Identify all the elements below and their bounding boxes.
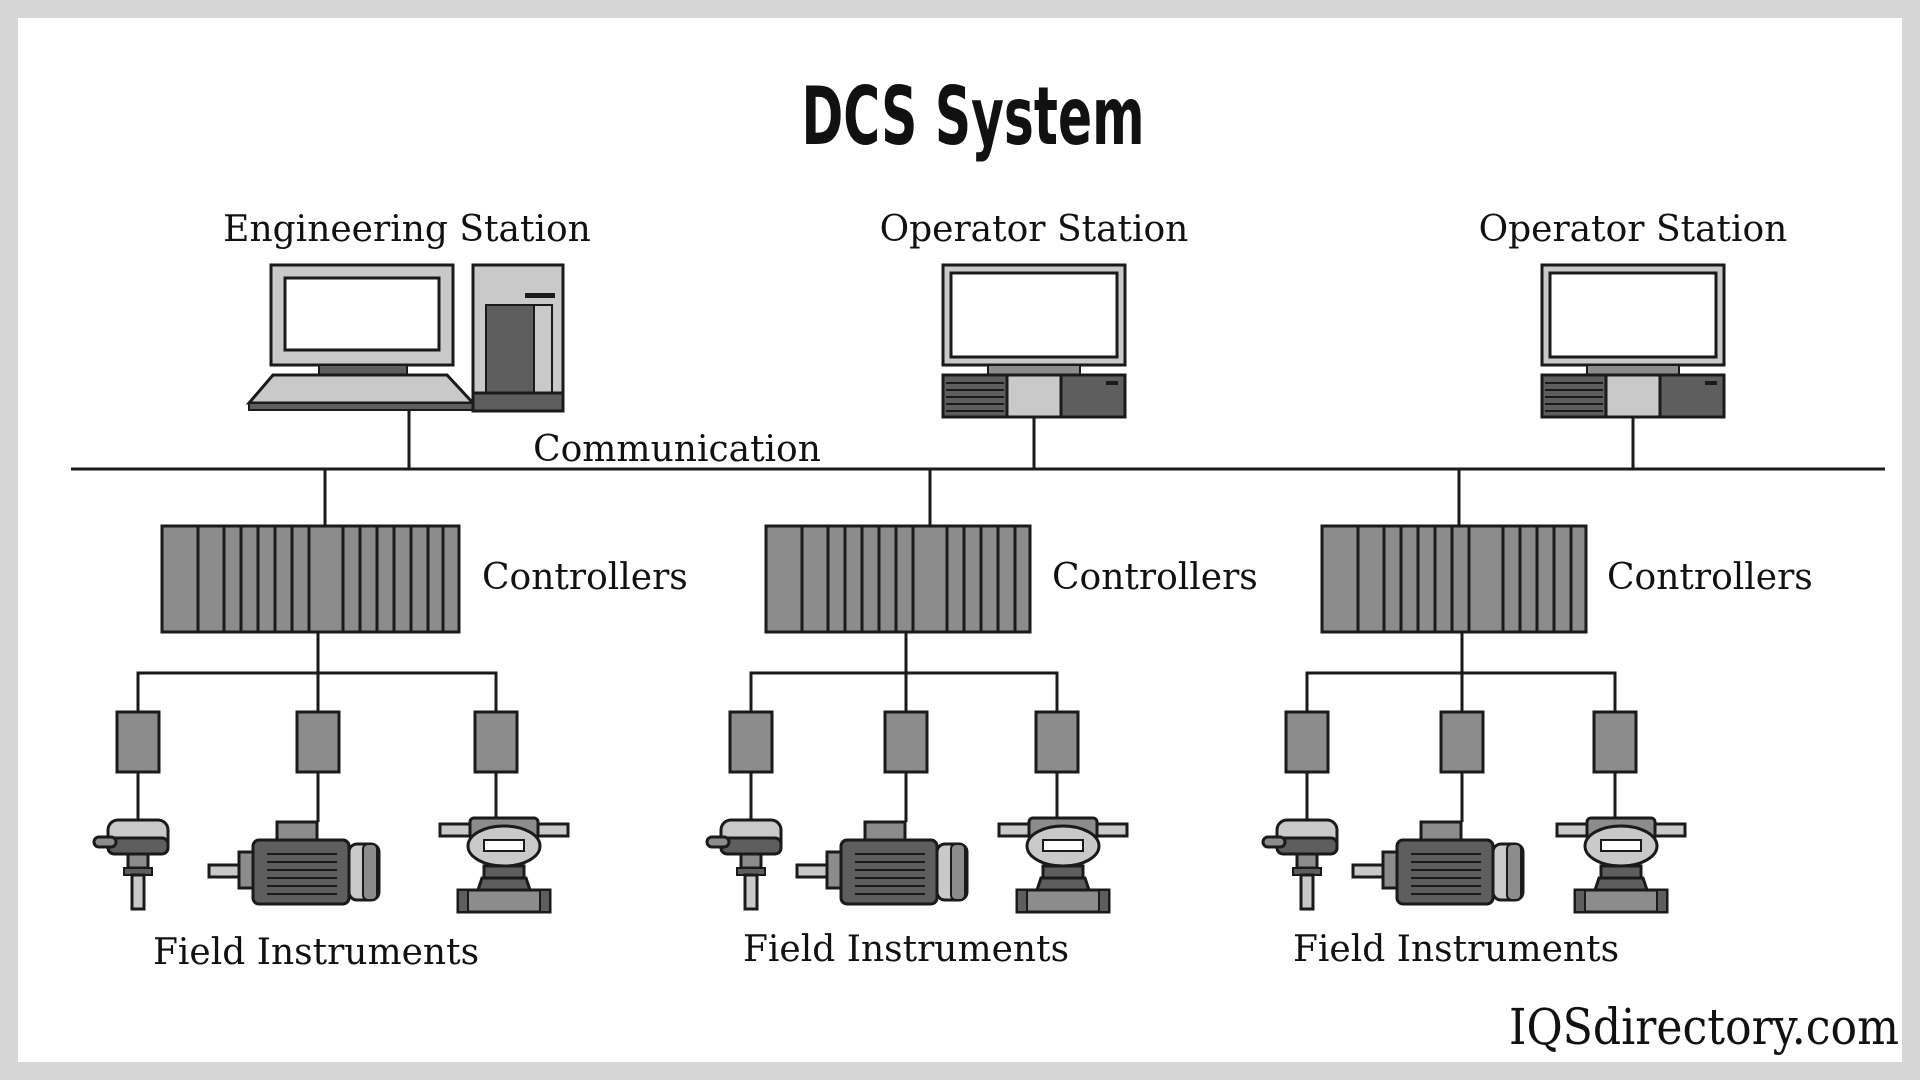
brand-watermark: IQSdirectory.com	[1509, 998, 1899, 1056]
station-label-operator-2: Operator Station	[1479, 209, 1788, 250]
station-label-engineering: Engineering Station	[223, 209, 591, 250]
temperature-sensor-icon	[92, 818, 170, 911]
operator-station-icon-2	[1540, 263, 1726, 419]
io-module-icon	[728, 710, 774, 774]
flow-meter-icon	[997, 816, 1129, 914]
controller-group-1: Controllers Field Instruments	[92, 469, 688, 973]
io-module-icon	[295, 710, 341, 774]
io-module-icon	[473, 710, 519, 774]
io-module-icon	[115, 710, 161, 774]
station-label-operator-1: Operator Station	[880, 209, 1189, 250]
diagram-frame: DCS System Engineering Station Operator …	[18, 18, 1902, 1062]
io-module-icon	[1592, 710, 1638, 774]
communication-label: Communication	[533, 429, 821, 470]
field-instruments-label: Field Instruments	[1293, 929, 1619, 970]
controller-rack-icon	[160, 524, 461, 634]
controller-rack-icon	[764, 524, 1032, 634]
io-module-icon	[1284, 710, 1330, 774]
flow-meter-icon	[438, 816, 570, 914]
controller-group-3: Controllers Field Instruments	[1261, 469, 1813, 970]
engineering-station-icon	[247, 263, 565, 413]
motor-icon	[795, 820, 969, 906]
flow-meter-icon	[1555, 816, 1687, 914]
controllers-label: Controllers	[1607, 557, 1813, 598]
io-module-icon	[1034, 710, 1080, 774]
temperature-sensor-icon	[705, 818, 783, 911]
controllers-label: Controllers	[1052, 557, 1258, 598]
field-instruments-label: Field Instruments	[743, 929, 1069, 970]
controllers-label: Controllers	[482, 557, 688, 598]
diagram-title: DCS System	[802, 70, 1145, 163]
motor-icon	[207, 820, 381, 906]
operator-station-icon-1	[941, 263, 1127, 419]
motor-icon	[1351, 820, 1525, 906]
field-instruments-label: Field Instruments	[153, 932, 479, 973]
controller-group-2: Controllers Field Instruments	[705, 469, 1258, 970]
io-module-icon	[1439, 710, 1485, 774]
io-module-icon	[883, 710, 929, 774]
controller-rack-icon	[1320, 524, 1588, 634]
temperature-sensor-icon	[1261, 818, 1339, 911]
dcs-diagram: DCS System Engineering Station Operator …	[71, 70, 1899, 1056]
